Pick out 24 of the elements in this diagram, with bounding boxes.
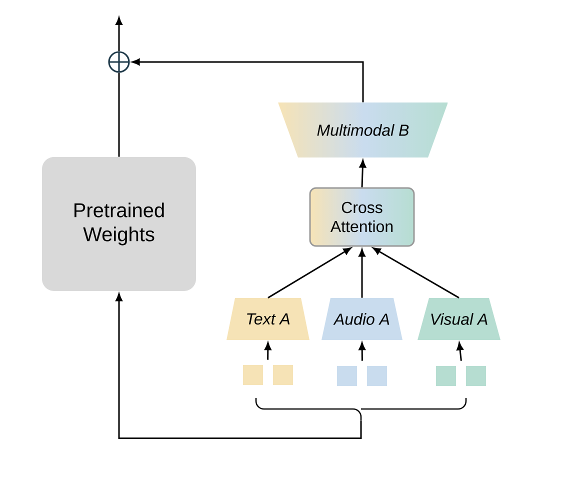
- token-square: [243, 365, 263, 385]
- multimodal-trapezoid: Multimodal B: [317, 124, 409, 136]
- arrow: [358, 342, 366, 361]
- token-square: [273, 365, 293, 385]
- encoder-trapezoid: Audio A: [322, 298, 402, 340]
- encoder-trapezoid: Text A: [226, 298, 310, 340]
- cross-attention-box: Cross Attention: [309, 187, 415, 247]
- arrow: [372, 247, 460, 298]
- encoder-trapezoid: Visual A: [418, 298, 500, 340]
- arrow: [132, 58, 364, 102]
- token-square: [436, 366, 456, 386]
- arrow: [359, 160, 366, 188]
- arrow: [456, 342, 464, 361]
- curly-brace: [255, 397, 467, 421]
- weights-box: Pretrained Weights: [42, 157, 196, 291]
- arrow: [116, 17, 122, 52]
- arrow: [116, 293, 362, 439]
- arrow: [264, 342, 272, 360]
- arrow: [358, 248, 366, 298]
- token-square: [367, 366, 387, 386]
- token-square: [466, 366, 486, 386]
- arrow: [268, 248, 352, 298]
- sum-circle: [108, 51, 130, 73]
- token-square: [337, 366, 357, 386]
